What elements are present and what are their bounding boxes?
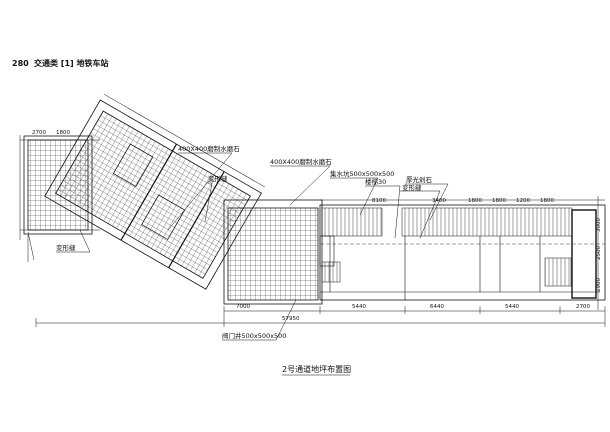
dim-right-1900: 1900 [596, 278, 602, 292]
dim-left-1800: 1800 [56, 130, 70, 136]
dim-2700: 2700 [576, 304, 590, 310]
label-granite-3: 厚光剁石 [406, 175, 433, 184]
dim-right-2500: 2500 [596, 246, 602, 260]
dim-top-1800b: 1800 [492, 198, 506, 204]
main-granite-area [223, 199, 323, 305]
page-number: 280 [12, 59, 29, 68]
dim-7000: 7000 [236, 304, 250, 310]
dim-6440: 6440 [430, 304, 444, 310]
leader-lines [56, 152, 449, 341]
dim-5440b: 5440 [505, 304, 519, 310]
dim-top-1800a: 1800 [468, 198, 482, 204]
bottom-dimensions [35, 306, 606, 327]
drawing-title: 2号通道地坪布置图 [282, 364, 351, 374]
dim-top-8100: 8100 [372, 198, 386, 204]
label-valve-well: 阀门井500x500x500 [222, 331, 286, 340]
dim-right-3000: 3000 [596, 218, 602, 232]
label-drain-well: 集水坑500x500x500 [330, 169, 394, 178]
dim-top-1200: 1200 [516, 198, 530, 204]
dim-total: 57950 [282, 316, 300, 322]
straight-corridor [319, 196, 606, 310]
dim-5440a: 5440 [352, 304, 366, 310]
dim-top-1800c: 1800 [540, 198, 554, 204]
label-steps: 楼梯30 [365, 177, 386, 186]
label-deform-joint-left: 变形缝 [56, 243, 76, 252]
label-granite-2: 400X400磨制水磨石 [270, 157, 332, 166]
section-title: 交通类 [1] 地铁车站 [34, 58, 108, 68]
dim-left-2700: 2700 [32, 130, 46, 136]
label-granite-1: 400X400磨制水磨石 [178, 144, 240, 153]
label-deform-joint-top: 变形缝 [208, 174, 228, 183]
label-deform-joint-right: 变形缝 [402, 183, 422, 192]
